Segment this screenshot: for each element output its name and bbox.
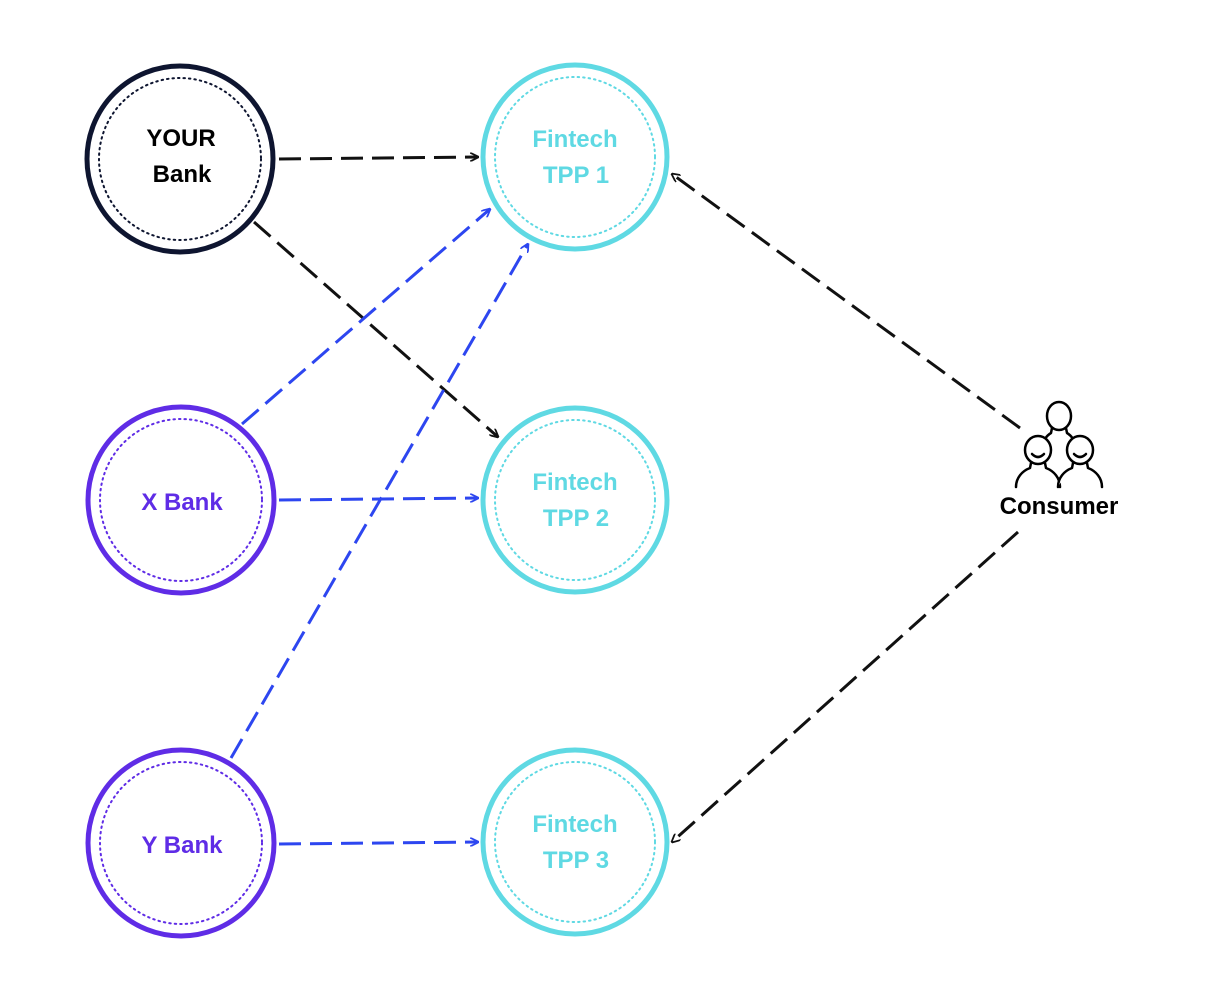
arrow-consumer-to-tpp1 — [672, 174, 1021, 430]
node-tpp1-label-line2: TPP 1 — [543, 162, 609, 189]
node-fintech-tpp2: Fintech TPP 2 — [480, 405, 670, 595]
node-fintech-tpp3: Fintech TPP 3 — [480, 747, 670, 937]
node-y-bank: Y Bank — [85, 747, 277, 939]
arrow-yourbank-to-tpp2 — [253, 220, 498, 437]
node-fintech-tpp1: Fintech TPP 1 — [480, 62, 670, 252]
node-your-bank-label-line1: YOUR — [146, 125, 215, 152]
node-your-bank: YOUR Bank — [84, 63, 276, 255]
node-x-bank-label: X Bank — [141, 489, 223, 516]
arrow-yourbank-to-tpp1 — [278, 157, 478, 159]
node-x-bank: X Bank — [85, 404, 277, 596]
connections — [229, 157, 1021, 844]
consumer: Consumer — [1000, 400, 1119, 520]
node-tpp2-label-line2: TPP 2 — [543, 505, 609, 532]
consumer-label: Consumer — [1000, 493, 1119, 520]
arrow-xbank-to-tpp2 — [278, 498, 478, 500]
people-group-icon — [1014, 400, 1104, 489]
node-tpp3-label-line2: TPP 3 — [543, 847, 609, 874]
node-tpp3-label-line1: Fintech — [532, 811, 617, 838]
node-your-bank-label-line2: Bank — [153, 161, 212, 188]
arrow-xbank-to-tpp1 — [241, 209, 490, 426]
arrow-consumer-to-tpp3 — [672, 530, 1020, 842]
node-tpp1-label-line1: Fintech — [532, 126, 617, 153]
arrow-ybank-to-tpp3 — [278, 842, 478, 844]
node-tpp2-label-line1: Fintech — [532, 469, 617, 496]
node-y-bank-label: Y Bank — [142, 832, 224, 859]
arrow-ybank-to-tpp1 — [229, 244, 528, 759]
